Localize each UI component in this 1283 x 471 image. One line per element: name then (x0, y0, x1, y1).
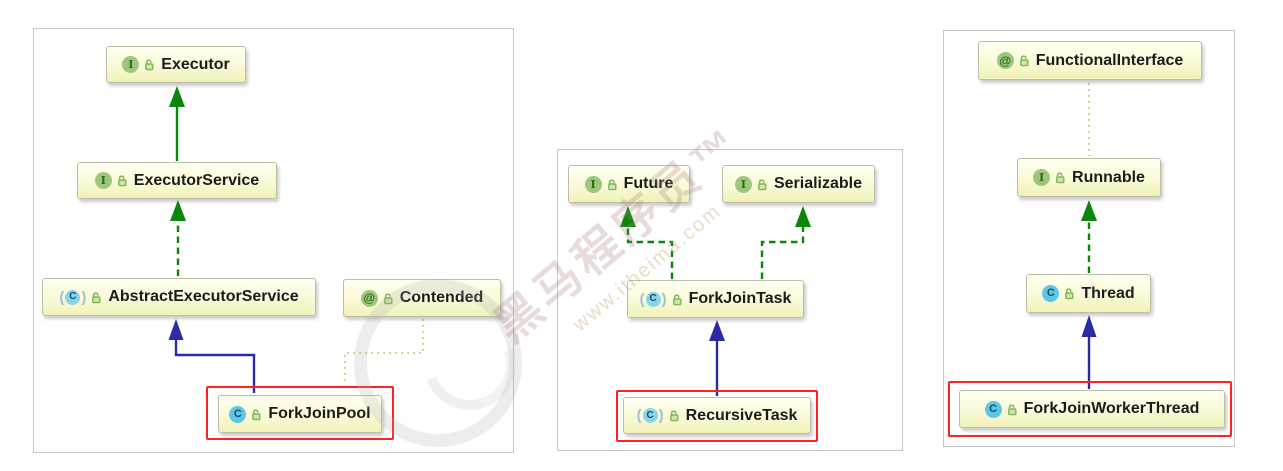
interface-icon: I (122, 56, 140, 73)
class-node-abstractexecutorservice[interactable]: ( C ) AbstractExecutorService (42, 278, 316, 316)
class-node-label: FunctionalInterface (1035, 51, 1184, 69)
interface-icon: I (584, 175, 602, 193)
class-node-label: ForkJoinTask (688, 290, 792, 307)
abstract-class-icon: ( C ) (639, 290, 667, 308)
class-node-label: Serializable (773, 175, 863, 192)
class-node-label: AbstractExecutorService (108, 288, 299, 305)
annotation-node-functionalinterface[interactable]: @ FunctionalInterface (978, 41, 1202, 80)
class-node-label: Future (623, 175, 674, 192)
lock-icon (1056, 172, 1065, 184)
class-node-label: ExecutorService (133, 171, 260, 189)
class-node-forkjoinpool[interactable]: C ForkJoinPool (218, 395, 382, 433)
class-node-recursivetask[interactable]: ( C ) RecursiveTask (623, 397, 811, 434)
annotation-node-contended[interactable]: @ Contended (343, 279, 501, 317)
class-icon: C (229, 405, 247, 423)
lock-icon (252, 408, 261, 420)
class-node-executorservice[interactable]: I ExecutorService (77, 162, 277, 199)
class-node-label: ForkJoinPool (268, 405, 371, 422)
annotation-icon: @ (996, 52, 1014, 69)
lock-icon (1007, 403, 1017, 415)
lock-icon (1065, 288, 1074, 300)
interface-icon: I (94, 172, 112, 189)
lock-icon (145, 59, 154, 71)
class-node-label: ForkJoinWorkerThread (1023, 400, 1200, 417)
lock-icon (1019, 55, 1029, 67)
class-node-label: Executor (161, 55, 230, 73)
class-icon: C (1042, 285, 1060, 302)
interface-icon: I (734, 175, 752, 193)
lock-icon (758, 178, 767, 190)
annotation-icon: @ (360, 289, 378, 307)
lock-icon (92, 291, 101, 303)
interface-icon: I (1033, 169, 1051, 186)
class-node-label: Runnable (1072, 168, 1145, 186)
lock-icon (672, 293, 682, 305)
class-node-thread[interactable]: C Thread (1026, 274, 1151, 313)
panel-forkjoinpool-hierarchy (33, 28, 514, 453)
lock-icon (607, 178, 617, 190)
abstract-class-icon: ( C ) (636, 407, 664, 424)
class-node-forkjoinworkerthread[interactable]: C ForkJoinWorkerThread (959, 390, 1225, 428)
class-node-future[interactable]: I Future (568, 165, 690, 203)
class-node-forkjointask[interactable]: ( C ) ForkJoinTask (627, 280, 804, 318)
abstract-class-icon: ( C ) (59, 288, 87, 306)
class-node-serializable[interactable]: I Serializable (722, 165, 875, 203)
lock-icon (117, 175, 127, 187)
lock-icon (383, 292, 393, 304)
class-node-executor[interactable]: I Executor (106, 46, 246, 83)
class-icon: C (984, 400, 1002, 418)
lock-icon (669, 410, 679, 422)
class-node-runnable[interactable]: I Runnable (1017, 158, 1161, 197)
class-node-label: Thread (1081, 284, 1135, 302)
class-node-label: Contended (399, 289, 484, 306)
class-node-label: RecursiveTask (685, 406, 798, 424)
selection-highlight-forkjoinpool (206, 386, 394, 440)
